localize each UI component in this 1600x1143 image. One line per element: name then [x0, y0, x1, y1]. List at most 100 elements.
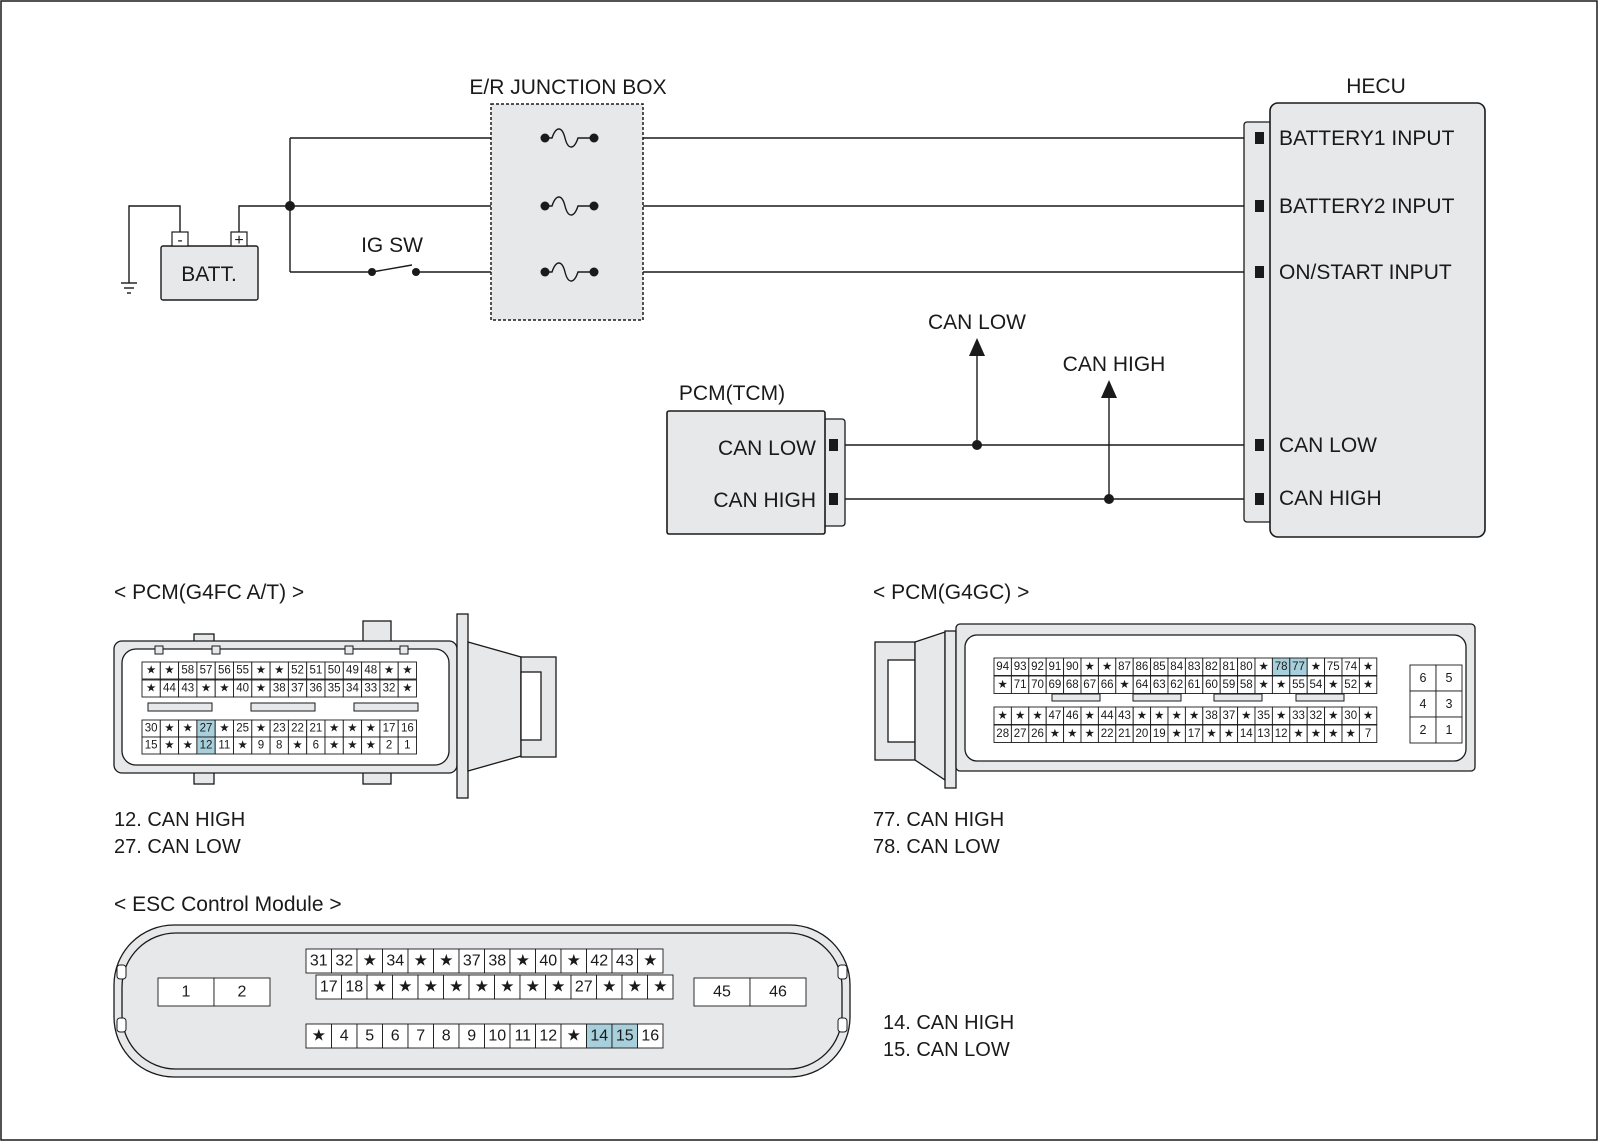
g4fc-pin-label: ★	[347, 723, 357, 735]
g4gc-pin-label: 85	[1153, 661, 1166, 673]
branch-label-can-high: CAN HIGH	[1063, 353, 1166, 376]
esc-pin-label: 16	[641, 1028, 659, 1045]
g4fc-pin-label: ★	[256, 665, 266, 677]
g4gc-pin-label: ★	[1311, 728, 1321, 740]
esc-pin-label: ★	[449, 979, 463, 996]
esc-pin-label: 38	[488, 953, 506, 970]
g4gc-pin-label: ★	[1328, 728, 1338, 740]
g4gc-pin-label: 80	[1240, 661, 1253, 673]
g4gc-side-pin-cell	[1435, 690, 1463, 718]
g4fc-pin-cell	[397, 679, 417, 698]
g4gc-side-pin-cell	[1435, 716, 1463, 744]
g4gc-pin-label: 84	[1170, 661, 1183, 673]
g4gc-pin-label: ★	[1259, 679, 1269, 691]
hecu-pin	[1255, 439, 1264, 451]
g4gc-pin-label: ★	[1015, 710, 1025, 722]
g4gc-pin-cell	[1358, 675, 1378, 694]
g4gc-pin-label: ★	[1276, 710, 1286, 722]
g4gc-pin-label: ★	[1085, 661, 1095, 673]
g4gc-pin-label: ★	[1189, 710, 1199, 722]
g4gc-pin-cell	[1358, 706, 1378, 725]
g4gc-pin-label: 35	[1257, 710, 1270, 722]
g4gc-pin-label: ★	[1067, 728, 1077, 740]
esc-pin-label: 43	[616, 953, 634, 970]
g4fc-pin-label: ★	[292, 740, 302, 752]
esc-note-can-low: 15. CAN LOW	[883, 1039, 1010, 1061]
esc-pin-cell	[611, 948, 638, 974]
g4gc-pin-label: 14	[1240, 728, 1253, 740]
g4gc-pin-label: ★	[1085, 710, 1095, 722]
esc-right-pin-label: 46	[769, 984, 787, 1001]
g4gc-pin-label: ★	[1172, 728, 1182, 740]
g4fc-pin-label: ★	[164, 740, 174, 752]
g4gc-pin-label: 91	[1049, 661, 1062, 673]
esc-left-pin-label: 2	[238, 984, 247, 1001]
g4fc-pin-label: ★	[183, 723, 193, 735]
esc-pin-cell	[458, 948, 485, 974]
g4gc-pin-label: 86	[1136, 661, 1149, 673]
esc-title: < ESC Control Module >	[114, 893, 342, 916]
esc-side-notches	[116, 964, 848, 1033]
esc-pin-label: 14	[590, 1028, 608, 1045]
esc-left-pin-cell	[213, 977, 271, 1007]
esc-pin-label: ★	[439, 953, 453, 970]
esc-pin-label: 18	[345, 979, 363, 996]
esc-pin-cell	[458, 1023, 485, 1049]
g4fc-pin-label: 8	[276, 740, 282, 752]
g4gc-pin-label: 62	[1170, 679, 1183, 691]
pcm-tcm-pin	[829, 439, 838, 451]
g4fc-pin-label: ★	[274, 665, 284, 677]
g4fc-pin-label: ★	[256, 723, 266, 735]
esc-pin-cell	[519, 974, 546, 1000]
hecu-pin	[1255, 200, 1264, 212]
g4gc-pin-label: 27	[1014, 728, 1027, 740]
g4fc-pin-label: 12	[200, 740, 213, 752]
g4fc-pin-label: 23	[273, 723, 286, 735]
g4gc-pin-label: 28	[996, 728, 1009, 740]
g4fc-pin-label: 38	[273, 683, 286, 695]
esc-pin-label: 31	[310, 953, 328, 970]
g4gc-pin-label: ★	[1363, 679, 1373, 691]
g4gc-pin-label: ★	[1328, 679, 1338, 691]
g4fc-pin-label: 17	[383, 723, 396, 735]
g4fc-pin-label: ★	[164, 723, 174, 735]
esc-right-pin-cell	[693, 977, 751, 1007]
g4fc-pin-label: 48	[364, 665, 377, 677]
g4fc-pin-label: 2	[386, 740, 392, 752]
g4fc-pin-label: ★	[219, 723, 229, 735]
g4fc-pin-label: ★	[146, 665, 156, 677]
g4gc-pin-label: 93	[1014, 661, 1027, 673]
g4gc-pin-label: ★	[1363, 661, 1373, 673]
g4fc-pin-label: 27	[200, 723, 213, 735]
g4fc-pin-label: 50	[328, 665, 341, 677]
g4gc-pin-label: ★	[1172, 710, 1182, 722]
esc-pin-label: ★	[653, 979, 667, 996]
g4fc-pin-label: 51	[309, 665, 322, 677]
g4fc-note-can-low: 27. CAN LOW	[114, 836, 241, 858]
esc-pin-cell	[407, 1023, 434, 1049]
esc-pin-label: 27	[575, 979, 593, 996]
g4gc-pin-label: 60	[1205, 679, 1218, 691]
hecu-pin	[1255, 132, 1264, 144]
esc-pin-cell	[433, 1023, 460, 1049]
g4gc-pin-label: 46	[1066, 710, 1079, 722]
g4gc-pin-label: 64	[1136, 679, 1149, 691]
g4gc-pin-cell	[1358, 657, 1378, 676]
g4gc-pin-label: 69	[1049, 679, 1062, 691]
g4gc-pin-label: 38	[1205, 710, 1218, 722]
pcm-tcm-pin-can-high: CAN HIGH	[713, 489, 816, 512]
g4gc-pin-label: 66	[1101, 679, 1114, 691]
g4fc-pin-label: 40	[236, 683, 249, 695]
battery-minus-terminal	[171, 231, 189, 247]
hecu-connector-strip	[1243, 121, 1273, 523]
esc-pin-label: ★	[516, 953, 530, 970]
esc-pin-cell	[484, 948, 511, 974]
g4gc-pin-label: ★	[1363, 710, 1373, 722]
g4gc-side-pin-label: 1	[1446, 723, 1453, 737]
hecu-input-on-start: ON/START INPUT	[1279, 261, 1452, 284]
g4gc-pin-label: 44	[1101, 710, 1114, 722]
esc-pin-cell	[341, 974, 368, 1000]
g4fc-pin-label: 43	[181, 683, 194, 695]
